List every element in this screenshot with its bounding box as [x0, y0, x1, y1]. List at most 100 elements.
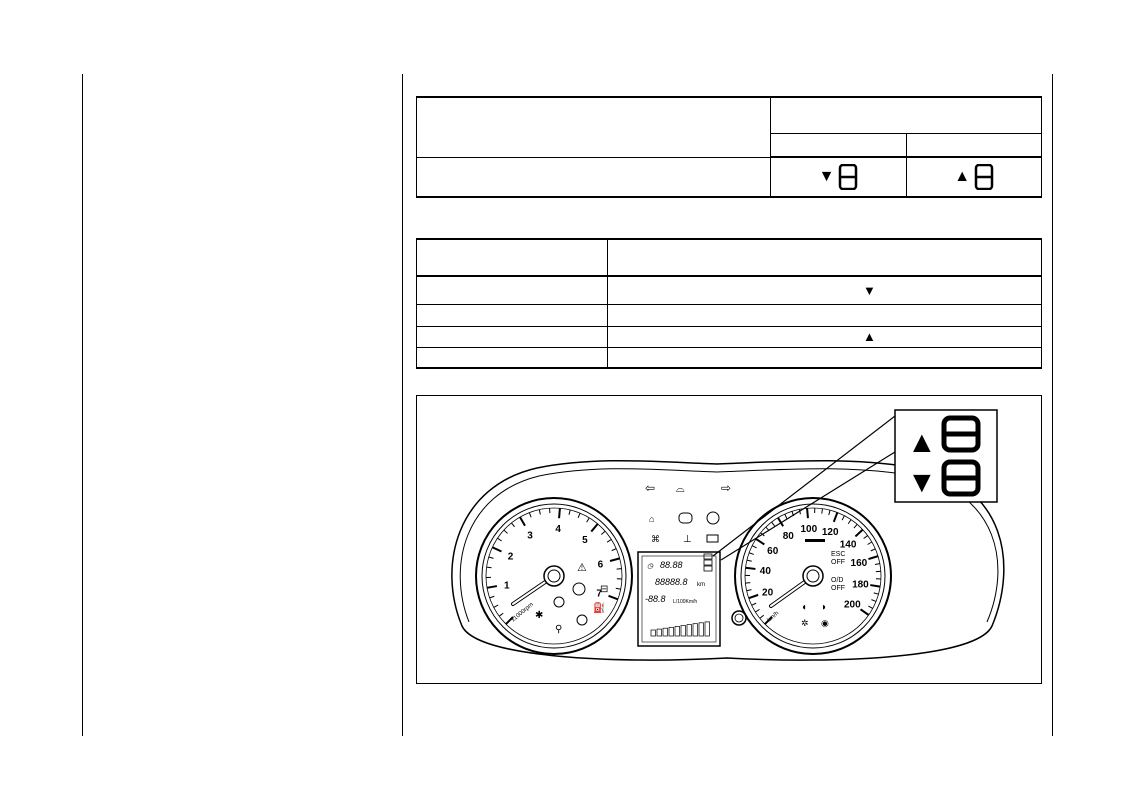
tach-tick-label: 7: [596, 588, 602, 599]
lcd-gear-box-middle: [703, 559, 713, 566]
lcd-clock-icon: ◷: [647, 563, 654, 570]
speed-tick-label: 80: [783, 531, 795, 542]
table-row-2-label: [416, 303, 608, 327]
tach-tick: [577, 512, 581, 518]
tach-tick-label: 6: [598, 560, 604, 571]
lcd-gear-box-top: [703, 553, 713, 560]
table-row-3-label: [416, 325, 608, 348]
lcd-bar-segment: [662, 627, 668, 637]
speed-tick: [751, 545, 757, 549]
lcd-bar-segment: [686, 624, 692, 637]
shift-recommendation-table: ▼ ▲: [416, 238, 1042, 369]
esc-off-label-2: OFF: [831, 559, 845, 566]
table-row-1-label: [416, 275, 608, 305]
low-beam-icon: ◖: [801, 602, 807, 613]
table-header-upshift: [906, 132, 1042, 158]
lcd-consumption-unit: L/100Km/h: [673, 599, 697, 605]
tach-tick: [489, 595, 495, 599]
airbag-icon: ✱: [535, 610, 543, 621]
tach-tick: [498, 612, 504, 617]
speed-tick: [745, 582, 751, 584]
tach-tick: [491, 546, 502, 553]
tach-tick-label: 2: [508, 552, 514, 563]
battery-icon: [706, 534, 719, 543]
lcd-bar-segment: [650, 629, 656, 637]
tach-tick-label: 4: [555, 524, 561, 535]
gear-shift-indicator-table: ▼ ▲: [416, 96, 1043, 198]
speed-tick: [821, 508, 823, 514]
speed-tick: [873, 592, 879, 595]
lcd-odometer: 88888.8: [655, 577, 688, 587]
column-divider-rule: [402, 74, 403, 736]
tach-tick: [538, 509, 541, 515]
speed-tick: [870, 548, 876, 552]
left-margin-rule: [82, 74, 83, 736]
table-row-3-value: ▲: [607, 325, 1042, 348]
tach-tick: [590, 523, 599, 533]
speed-tick: [847, 519, 852, 525]
hazard-warning-icon: ⚠: [577, 562, 587, 574]
speed-tick-label: 160: [851, 558, 868, 569]
speed-tick: [871, 599, 877, 602]
table-row-description: [416, 156, 771, 198]
speed-tick: [874, 563, 880, 566]
fuel-icon: ⛽: [593, 601, 605, 614]
table-row-4-value: [607, 346, 1042, 369]
speed-tick-label: 180: [852, 580, 869, 591]
tach-tick: [486, 585, 498, 589]
oil-pressure-icon: ⌂: [649, 514, 654, 524]
speed-tick-label: 120: [822, 527, 839, 538]
callout-up-arrow-icon: ▲: [907, 426, 937, 459]
speed-tick: [784, 513, 788, 519]
table-row-4-label: [416, 346, 608, 369]
speed-tick: [745, 566, 756, 570]
lcd-time: 88.88: [660, 560, 683, 570]
lcd-fuel-bargraph: [650, 621, 710, 637]
lcd-bar-segment: [704, 621, 710, 637]
tach-tick: [616, 568, 622, 570]
immobilizer-icon: [576, 614, 588, 626]
abs-icon: [678, 512, 693, 524]
table-row-1-value: ▼: [607, 275, 1042, 305]
tach-tick-label: 3: [527, 530, 533, 541]
tachometer-ticks: [486, 508, 622, 625]
lcd-bar-segment: [692, 623, 698, 637]
speed-tick: [751, 602, 757, 606]
tach-tick: [511, 522, 515, 528]
seatbelt-icon: ⚲: [555, 624, 562, 635]
right-turn-signal-icon: ⇨: [721, 481, 731, 495]
tach-tick: [528, 512, 532, 518]
speed-tick: [798, 509, 801, 515]
speed-tick-label: 200: [844, 600, 861, 611]
speed-tick: [748, 552, 754, 555]
tach-tick: [601, 530, 606, 535]
speed-tick-label: 40: [760, 566, 772, 577]
lcd-gear-box-bottom: [703, 565, 713, 572]
table-header-downshift: [769, 132, 908, 158]
speed-tick: [867, 541, 873, 545]
parking-brake-icon: [706, 511, 720, 525]
door-open-icon: ⊟: [600, 584, 608, 595]
callout-leader-line: [712, 415, 896, 557]
speed-tick: [863, 535, 868, 539]
speed-tick-label: 100: [800, 524, 817, 535]
table-header-condition: [416, 238, 608, 277]
tach-tick: [615, 587, 621, 590]
speed-tick: [777, 517, 784, 527]
tach-tick: [503, 529, 508, 534]
rear-fog-icon: ◉: [821, 618, 829, 628]
tach-tick: [558, 508, 561, 519]
tach-tick: [493, 604, 499, 608]
lcd-bar-segment: [674, 626, 680, 637]
speed-tick: [832, 512, 839, 523]
vehicle-icon: ⌓: [676, 483, 685, 495]
tach-tick: [568, 509, 571, 515]
speed-tick: [828, 510, 831, 516]
upshift-indicator-cell: ▲: [906, 156, 1042, 198]
up-arrow-icon: ▲: [954, 168, 971, 185]
esc-off-label-1: ESC: [831, 551, 845, 558]
tach-tick: [488, 556, 494, 559]
